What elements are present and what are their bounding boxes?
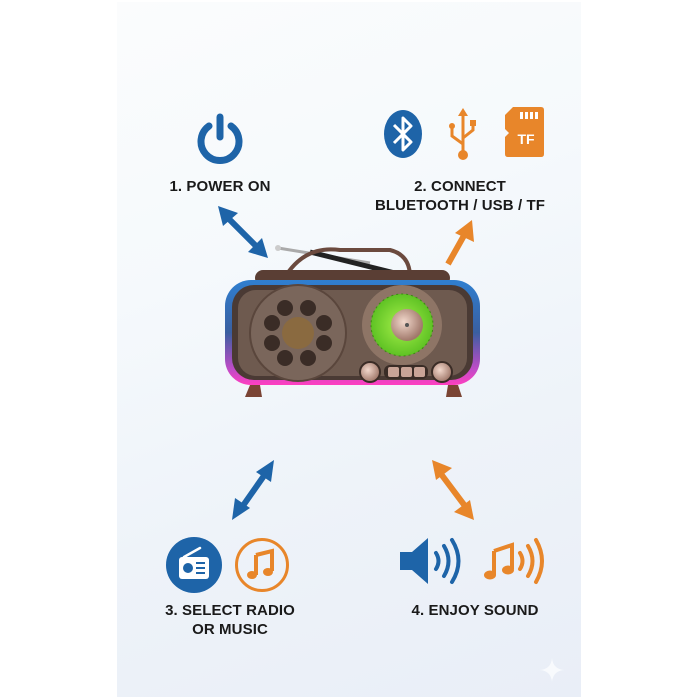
- sparkle-icon: [540, 658, 564, 682]
- step3-label: 3. SELECT RADIO OR MUSIC: [150, 601, 310, 639]
- tf-text: TF: [517, 131, 535, 147]
- bluetooth-icon: [384, 110, 422, 158]
- music-sound-icon: [484, 538, 544, 584]
- step3-label-line2: OR MUSIC: [192, 621, 268, 638]
- music-note-icon: [235, 538, 289, 592]
- step1-label: 1. POWER ON: [169, 178, 271, 195]
- double-arrow-icon: [218, 206, 268, 258]
- radio-product-image: [210, 225, 495, 400]
- step2-label: 2. CONNECT BLUETOOTH / USB / TF: [360, 177, 560, 215]
- double-arrow-icon: [232, 460, 274, 520]
- speaker-volume-icon: [400, 538, 461, 584]
- radio-icon: [166, 537, 222, 593]
- arrow-up-icon: [445, 220, 474, 266]
- step2-label-line1: 2. CONNECT: [414, 178, 506, 195]
- power-icon: [197, 113, 243, 164]
- step4-label: 4. ENJOY SOUND: [411, 602, 539, 619]
- usb-icon: [449, 108, 476, 160]
- tf-card-icon: TF: [505, 107, 544, 157]
- double-arrow-icon: [432, 460, 474, 520]
- step2-label-line2: BLUETOOTH / USB / TF: [374, 197, 546, 214]
- step3-label-line1: 3. SELECT RADIO: [165, 602, 295, 619]
